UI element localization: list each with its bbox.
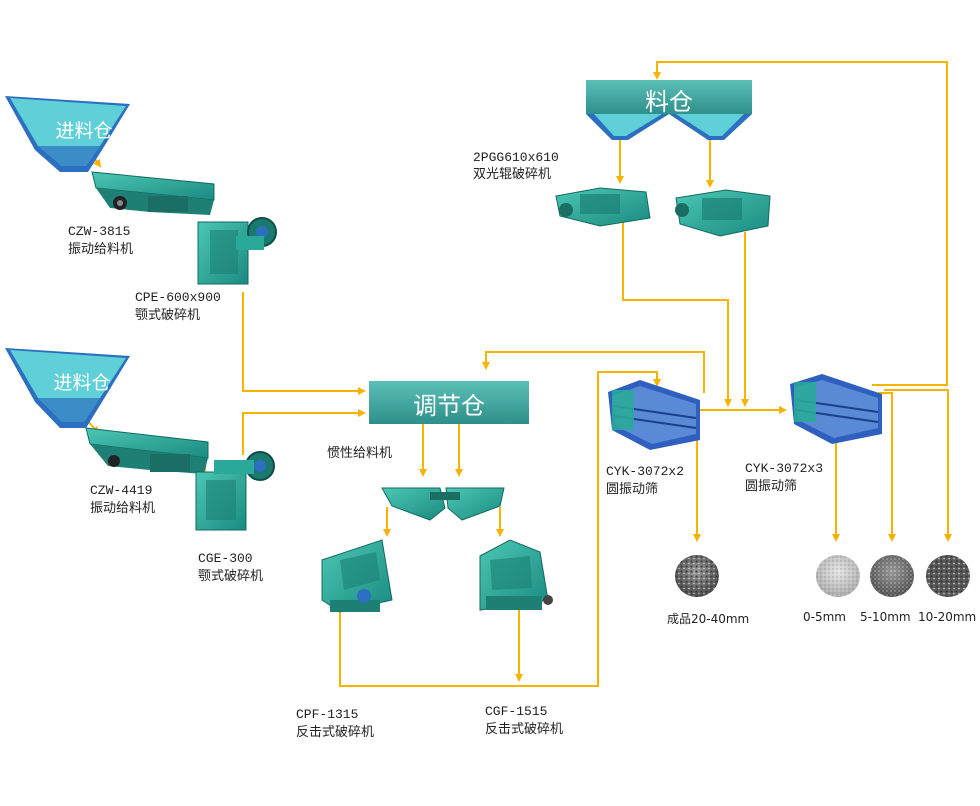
gravel-medium-icon — [926, 555, 970, 597]
jaw-crusher-2 — [195, 451, 275, 531]
feeder-2-model: CZW-4419 — [90, 483, 153, 498]
gravel-coarse-icon — [675, 555, 719, 597]
screen-2-name: 圆振动筛 — [745, 479, 798, 494]
impact-1-name: 反击式破碎机 — [296, 725, 375, 740]
feeder-1-model: CZW-3815 — [68, 224, 131, 239]
flow-roll1-screen2 — [622, 218, 732, 407]
roll-crusher-2 — [675, 189, 771, 237]
buffer-bin-label: 调节仓 — [413, 392, 485, 420]
product-label-medium: 10-20mm — [918, 610, 977, 624]
jaw-1-model: CPE-600x900 — [135, 290, 221, 305]
product-label-sand: 0-5mm — [803, 610, 846, 624]
feed-hopper-1 — [5, 96, 130, 172]
jaw-2-model: CGE-300 — [198, 551, 253, 566]
feed-hopper-2 — [5, 348, 130, 428]
material-bin — [586, 80, 752, 140]
impact-1-model: CPF-1315 — [296, 707, 359, 722]
flow-impact-to-screen1 — [339, 371, 661, 687]
screen-1-model: CYK-3072x2 — [606, 464, 685, 479]
impact-crusher-2 — [479, 539, 553, 611]
vibrating-feeder-2 — [85, 427, 209, 474]
flow-screen2-p2 — [878, 392, 896, 542]
flow-screen1-return — [482, 351, 705, 393]
jaw-crusher-1 — [197, 217, 277, 285]
jaw-1-name: 颚式破碎机 — [135, 308, 201, 323]
impact-2-model: CGF-1515 — [485, 704, 548, 719]
roll-crusher-name: 双光辊破碎机 — [473, 167, 552, 182]
material-bin-label: 料仓 — [645, 88, 693, 116]
flow-jaw1-buffer — [242, 292, 366, 395]
sand-icon — [816, 555, 860, 597]
vibrating-screen-1 — [608, 380, 700, 450]
roll-crusher-model: 2PGG610x610 — [473, 150, 559, 165]
inertia-feeder-name: 惯性给料机 — [327, 446, 393, 461]
screen-2-model: CYK-3072x3 — [745, 461, 824, 476]
product-label-fine: 5-10mm — [860, 610, 911, 624]
jaw-2-name: 颚式破碎机 — [198, 569, 264, 584]
feed-hopper-2-label: 进料仓 — [53, 372, 111, 394]
flow-screen2-p3 — [884, 389, 952, 542]
feed-hopper-1-label: 进料仓 — [55, 120, 113, 142]
product-label-coarse: 成品20-40mm — [667, 612, 750, 626]
inertia-feeder — [381, 487, 505, 521]
roll-crusher-1 — [555, 187, 651, 227]
impact-2-name: 反击式破碎机 — [485, 722, 564, 737]
screen-1-name: 圆振动筛 — [606, 482, 659, 497]
flow-screen2-return — [653, 61, 948, 386]
vibrating-screen-2 — [790, 374, 882, 444]
vibrating-feeder-1 — [91, 171, 215, 215]
buffer-bin — [369, 381, 529, 424]
flow-jaw2-buffer — [242, 409, 366, 455]
impact-crusher-1 — [321, 539, 393, 613]
feeder-1-name: 振动给料机 — [68, 242, 134, 257]
flow-lines — [81, 61, 952, 687]
feeder-2-name: 振动给料机 — [90, 501, 156, 516]
gravel-fine-icon — [870, 555, 914, 597]
